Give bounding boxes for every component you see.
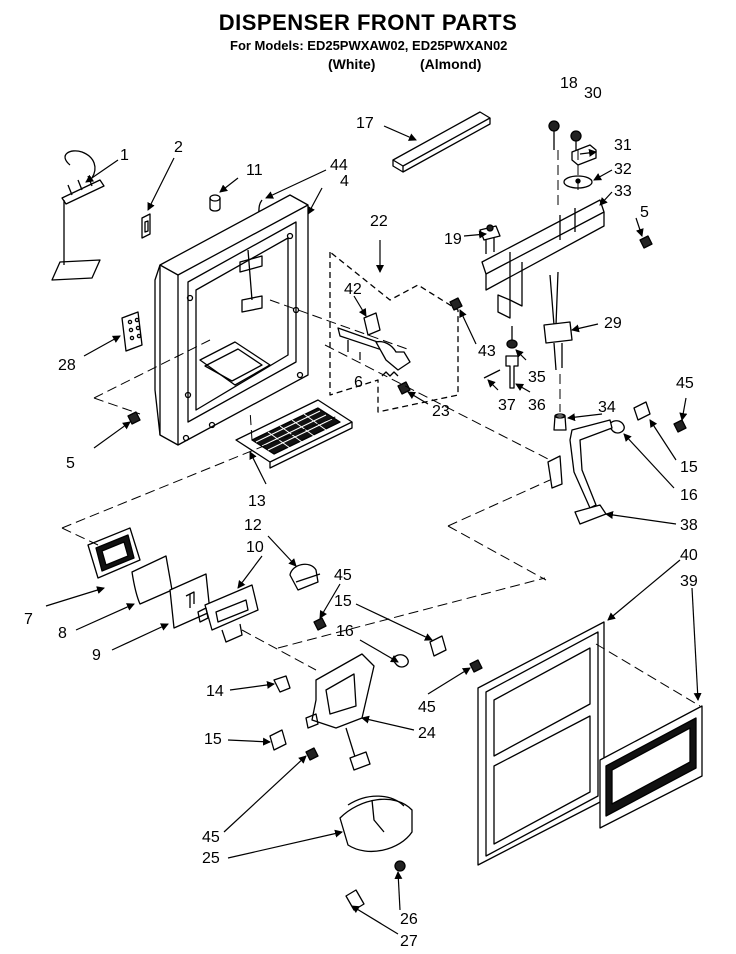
callout-45-upper-right: 45 — [676, 375, 694, 392]
part-28-switch-block — [121, 311, 143, 352]
part-45-screw-lower — [305, 747, 319, 761]
callout-34: 34 — [598, 399, 616, 416]
callout-24: 24 — [418, 725, 436, 742]
part-11-socket — [209, 194, 221, 212]
callout-9: 9 — [92, 647, 101, 664]
callout-26: 26 — [400, 911, 418, 928]
callout-12: 12 — [244, 517, 262, 534]
callout-7: 7 — [24, 611, 33, 628]
part-10-switch-housing — [197, 584, 259, 643]
callout-28: 28 — [58, 357, 76, 374]
part-43-screw — [449, 297, 463, 311]
part-12-switch — [289, 563, 321, 591]
callout-5-left: 5 — [66, 455, 75, 472]
callout-45-mid: 45 — [334, 567, 352, 584]
part-39-insert-panel — [599, 705, 703, 829]
model-numbers: For Models: ED25PWXAW02, ED25PWXAN02 — [230, 38, 508, 53]
callout-10: 10 — [246, 539, 264, 556]
callout-16-upper-right: 16 — [680, 487, 698, 504]
color-white-label: (White) — [328, 56, 376, 72]
callout-37: 37 — [498, 397, 516, 414]
callout-27: 27 — [400, 933, 418, 950]
part-17-top-strip — [392, 111, 491, 173]
callout-14: 14 — [206, 683, 224, 700]
callout-36: 36 — [528, 397, 546, 414]
callout-8: 8 — [58, 625, 67, 642]
callout-13: 13 — [248, 493, 266, 510]
part-45-screw-mid — [313, 617, 327, 631]
part-14-clip — [273, 675, 291, 693]
callout-5-upper-right: 5 — [640, 204, 649, 221]
part-7-frame — [87, 527, 141, 579]
callout-40: 40 — [680, 547, 698, 564]
callout-15-upper-right: 15 — [680, 459, 698, 476]
callout-2: 2 — [174, 139, 183, 156]
part-45-screw-upper — [673, 419, 687, 433]
callout-45-lower: 45 — [202, 829, 220, 846]
callout-22: 22 — [370, 213, 388, 230]
callout-labels: 1 2 11 44 4 17 18 30 31 32 33 5 22 19 42… — [24, 75, 698, 950]
part-6-spring — [381, 371, 399, 377]
part-35-bushing — [506, 326, 518, 349]
part-4-dispenser-housing — [154, 194, 309, 446]
part-15-bracket-lower — [269, 729, 287, 751]
callout-30: 30 — [584, 85, 602, 102]
leader-arrows — [45, 125, 702, 935]
callout-32: 32 — [614, 161, 632, 178]
part-2-cap — [141, 213, 151, 239]
part-29-wire-connector — [543, 271, 573, 371]
callout-38: 38 — [680, 517, 698, 534]
callout-4: 4 — [340, 173, 349, 190]
part-18-screw — [548, 120, 560, 150]
callout-18: 18 — [560, 75, 578, 92]
diagram-title: DISPENSER FRONT PARTS — [218, 10, 518, 35]
part-5-screw-right — [639, 235, 653, 249]
part-34-cap — [553, 413, 567, 431]
part-38-actuator-arm — [547, 419, 613, 525]
callout-43: 43 — [478, 343, 496, 360]
callout-19: 19 — [444, 231, 462, 248]
part-45-screw-lowmid — [469, 659, 483, 673]
part-37-pin — [483, 369, 501, 379]
part-22-assembly-boundary — [329, 251, 459, 413]
part-5-screw-left — [127, 411, 141, 425]
part-24-paddle — [305, 653, 375, 771]
part-27-clip — [345, 889, 365, 911]
callout-29: 29 — [604, 315, 622, 332]
callout-15-mid: 15 — [334, 593, 352, 610]
callout-44: 44 — [330, 157, 348, 174]
part-33-actuator-bracket — [481, 199, 605, 319]
callout-11: 11 — [246, 162, 263, 179]
callout-25: 25 — [202, 850, 220, 867]
callout-39: 39 — [680, 573, 698, 590]
part-42-lever — [337, 312, 411, 371]
callout-45-lowmid: 45 — [418, 699, 436, 716]
part-26-screw — [394, 860, 406, 872]
part-1-heater-wire — [51, 150, 105, 281]
color-almond-label: (Almond) — [420, 56, 482, 72]
callout-6: 6 — [354, 374, 363, 391]
callout-31: 31 — [614, 137, 632, 154]
callout-42: 42 — [344, 281, 362, 298]
alignment-lines — [61, 150, 701, 707]
part-25-drip-cup — [339, 795, 413, 853]
part-15-bracket-upper — [633, 401, 651, 421]
callout-1: 1 — [120, 147, 129, 164]
callout-16-mid: 16 — [336, 623, 354, 640]
part-19-solenoid — [479, 224, 501, 254]
callout-15-lower: 15 — [204, 731, 222, 748]
part-8-lens — [131, 555, 173, 605]
callout-17: 17 — [356, 115, 374, 132]
part-40-door-panel — [477, 621, 605, 866]
callout-35: 35 — [528, 369, 546, 386]
callout-33: 33 — [614, 183, 632, 200]
callout-23: 23 — [432, 403, 450, 420]
part-23-screw — [397, 381, 411, 395]
part-36-plunger — [505, 355, 519, 389]
part-30-screw — [570, 130, 582, 150]
part-15-bracket-mid — [429, 635, 447, 657]
